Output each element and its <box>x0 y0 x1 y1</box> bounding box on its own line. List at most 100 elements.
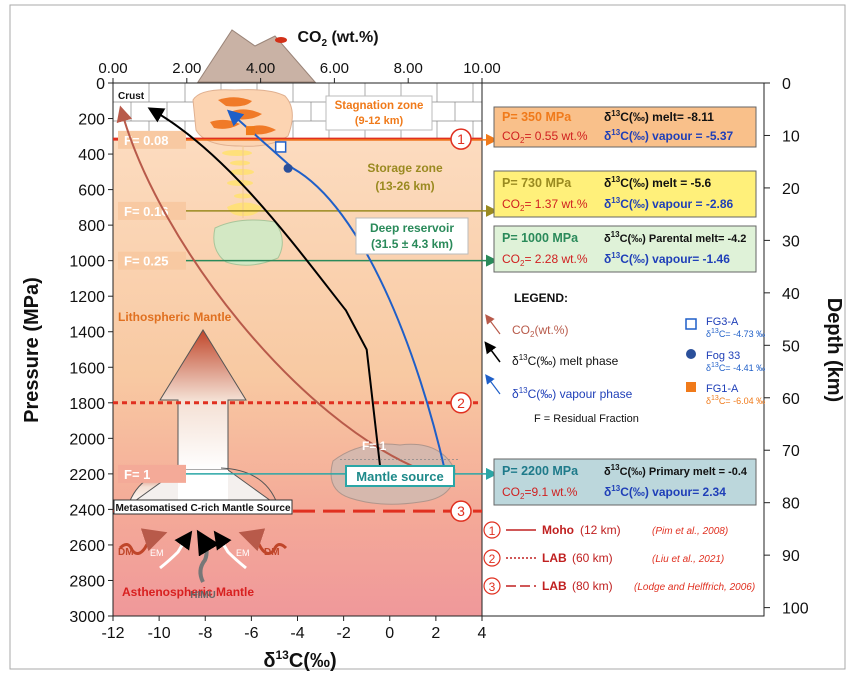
legend-sample-value: δ13C= -4.41 ‰ <box>706 362 765 373</box>
bottom-tick-label: 4 <box>478 625 487 642</box>
em-left-label: EM <box>150 548 164 558</box>
f-label: F= 1 <box>124 467 150 482</box>
top-tick-label: 10.00 <box>463 60 501 77</box>
left-tick-label: 2200 <box>69 467 105 484</box>
storage-zone-depth: (13-26 km) <box>375 179 434 193</box>
left-tick-label: 1600 <box>69 360 105 377</box>
reference-marker <box>483 577 501 595</box>
info-pressure: P= 730 MPa <box>502 176 572 190</box>
info-co2: CO2= 1.37 wt.% <box>502 197 588 213</box>
f-label-bg <box>118 201 186 220</box>
reference-name: Moho <box>542 523 574 537</box>
top-tick-label: 4.00 <box>246 60 275 77</box>
legend-fg1a-marker <box>686 382 696 392</box>
stagnation-zone-title: Stagnation zone <box>335 100 424 112</box>
f-label-bg <box>118 130 186 149</box>
info-box <box>493 106 757 148</box>
dm-left-label: DM <box>118 547 134 558</box>
f-label-bg <box>118 251 186 270</box>
info-vapour: δ13C(‰) vapour= 2.34 <box>604 484 726 499</box>
reference-citation: (Lodge and Helffrich, 2006) <box>634 582 755 593</box>
right-tick-label: 30 <box>782 233 800 250</box>
left-tick-label: 3000 <box>69 609 105 626</box>
em-right-label: EM <box>236 548 250 558</box>
mantle-source-strip <box>113 499 293 515</box>
legend-vapour-arrow <box>485 374 501 395</box>
left-tick-label: 1200 <box>69 289 105 306</box>
left-tick-label: 1000 <box>69 254 105 271</box>
bottom-tick-label: -2 <box>337 625 351 642</box>
legend-co2-arrow <box>485 314 501 335</box>
metasomatised-source-label: Metasomatised C-rich Mantle Source <box>115 503 290 514</box>
info-melt: δ13C(‰) melt= -8.11 <box>604 109 714 124</box>
bottom-tick-label: -4 <box>290 625 304 642</box>
info-co2: CO2=9.1 wt.% <box>502 485 578 501</box>
info-pressure: P= 1000 MPa <box>502 231 579 245</box>
dm-right-label: DM <box>264 547 280 558</box>
bottom-tick-label: -12 <box>101 625 124 642</box>
bottom-tick-label: -10 <box>148 625 171 642</box>
boundary-marker <box>450 128 472 150</box>
left-tick-label: 2800 <box>69 573 105 590</box>
mantle-source-box <box>345 465 455 487</box>
stagnation-zone-depth: (9-12 km) <box>355 115 404 127</box>
reference-number: 1 <box>489 524 496 538</box>
storage-zone-title: Storage zone <box>367 161 443 175</box>
sample-fg1a-marker <box>245 126 255 136</box>
mantle-source-label: Mantle source <box>356 469 443 484</box>
bottom-tick-label: 2 <box>431 625 440 642</box>
f-label-bg <box>118 464 186 483</box>
legend-title: LEGEND: <box>514 291 568 305</box>
reference-citation: (Liu et al., 2021) <box>652 554 724 565</box>
info-pressure: P= 2200 MPa <box>502 464 579 478</box>
left-tick-label: 2000 <box>69 431 105 448</box>
reference-number: 3 <box>489 580 496 594</box>
info-melt: δ13C(‰) melt = -5.6 <box>604 175 712 190</box>
right-tick-label: 80 <box>782 496 800 513</box>
legend-fog33-marker <box>686 349 696 359</box>
bottom-axis-label: δ13C(‰) <box>263 648 336 672</box>
info-box <box>493 170 757 218</box>
lithospheric-mantle-label: Lithospheric Mantle <box>118 310 232 324</box>
deep-reservoir-title: Deep reservoir <box>370 221 454 235</box>
source-components <box>118 528 288 583</box>
left-tick-label: 800 <box>78 218 105 235</box>
legend-sample-value: δ13C= -6.04 ‰ <box>706 395 765 406</box>
reference-name: LAB <box>542 579 567 593</box>
legend-sample-name: FG3-A <box>706 316 739 328</box>
top-tick-label: 6.00 <box>320 60 349 77</box>
reference-name: LAB <box>542 551 567 565</box>
right-tick-label: 90 <box>782 548 800 565</box>
info-box <box>493 458 757 506</box>
legend-vapour-label: δ13C(‰) vapour phase <box>512 386 633 401</box>
sample-fg3a-marker <box>274 141 287 153</box>
boundary-marker-number: 1 <box>457 131 465 147</box>
right-tick-label: 60 <box>782 391 800 408</box>
info-vapour: δ13C(‰) vapour = -5.37 <box>604 128 734 143</box>
volcano <box>197 29 317 83</box>
crust-label: Crust <box>118 91 145 102</box>
top-tick-label: 0.00 <box>98 60 127 77</box>
bottom-tick-label: -6 <box>244 625 258 642</box>
left-tick-label: 400 <box>78 147 105 164</box>
melt-curve <box>147 107 382 471</box>
bottom-tick-label: 0 <box>385 625 394 642</box>
right-tick-label: 50 <box>782 338 800 355</box>
left-tick-label: 2600 <box>69 538 105 555</box>
info-vapour: δ13C(‰) vapour = -2.86 <box>604 196 734 211</box>
top-tick-label: 8.00 <box>394 60 423 77</box>
right-tick-label: 0 <box>782 76 791 93</box>
info-pressure: P= 350 MPa <box>502 110 572 124</box>
legend-melt-label: δ13C(‰) melt phase <box>512 353 619 368</box>
vapour-curve <box>226 109 447 472</box>
left-tick-label: 1400 <box>69 325 105 342</box>
f1-inner-label: F= 1 <box>362 439 387 453</box>
legend-fg3a-marker <box>685 318 697 330</box>
f-label: F= 0.08 <box>124 133 168 148</box>
deep-reservoir-depth: (31.5 ± 4.3 km) <box>371 237 453 251</box>
reference-citation: (Pim et al., 2008) <box>652 526 728 537</box>
co2-curve <box>116 105 425 473</box>
left-tick-label: 200 <box>78 112 105 129</box>
boundary-marker-number: 2 <box>457 395 465 411</box>
